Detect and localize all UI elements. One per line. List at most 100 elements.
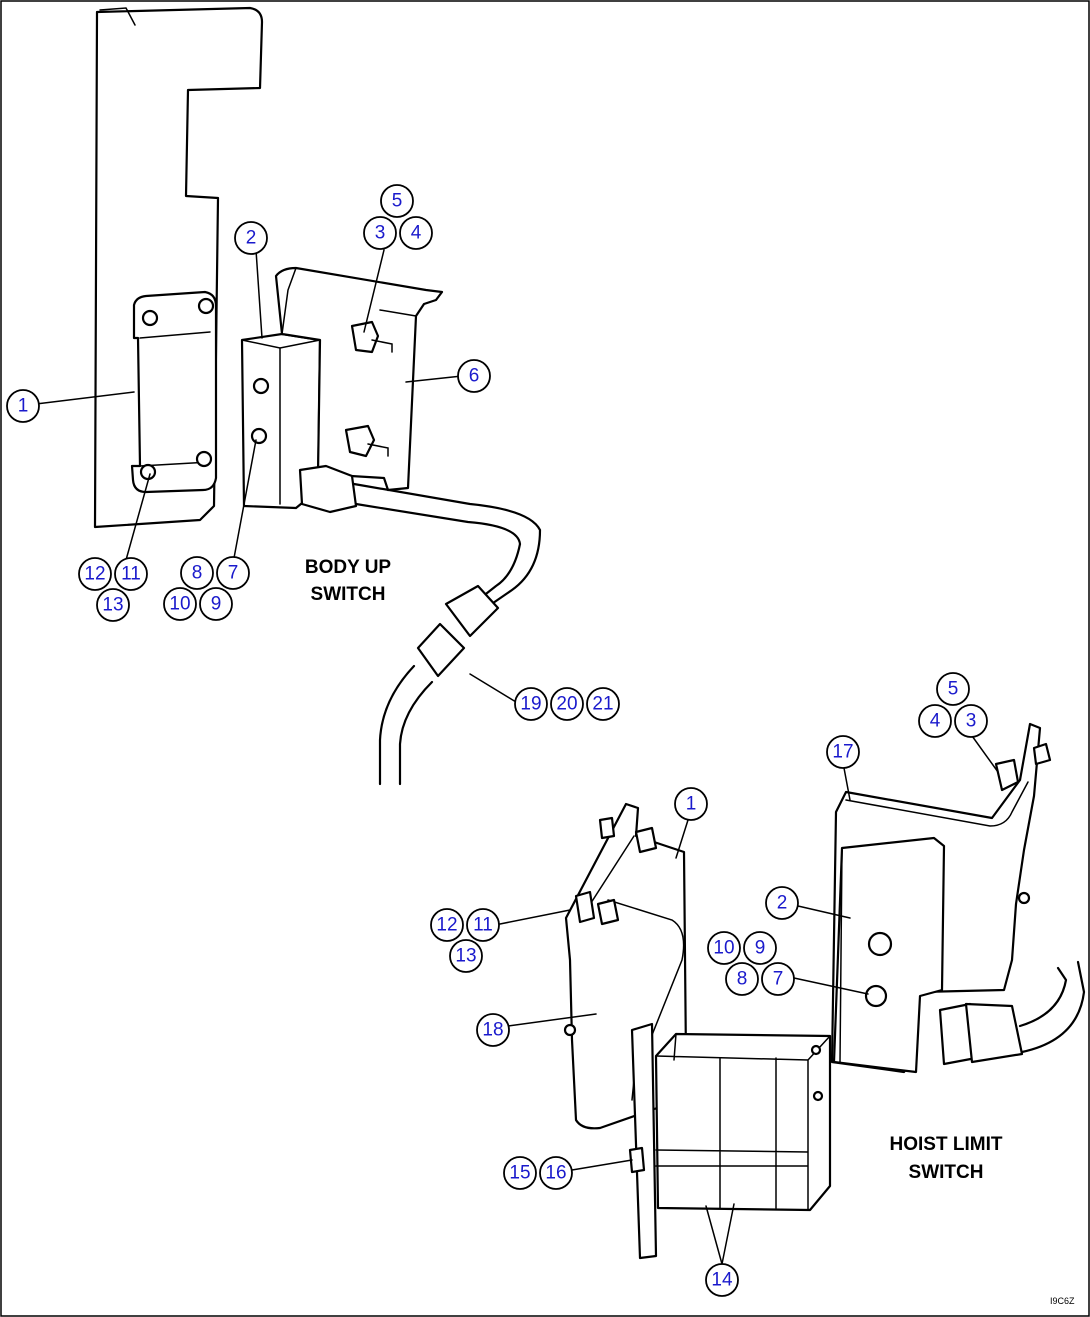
switch-bracket: [130, 290, 218, 494]
bracket-bolt: [598, 816, 616, 840]
block-hole: [810, 1044, 822, 1056]
callout-16[interactable]: 16: [539, 1156, 573, 1190]
leader-2: [797, 905, 851, 919]
bolt: [195, 450, 213, 468]
svg-text:1: 1: [18, 396, 29, 417]
callout-19[interactable]: 19: [514, 687, 548, 721]
svg-text:2: 2: [777, 893, 788, 914]
leader-17: [843, 767, 851, 801]
callout-12[interactable]: 12: [78, 557, 112, 591]
svg-text:3: 3: [966, 711, 977, 732]
callout-7[interactable]: 7: [216, 556, 250, 590]
callout-6[interactable]: 6: [457, 359, 491, 393]
leader-1: [675, 819, 689, 859]
callout-1[interactable]: 1: [6, 389, 40, 423]
svg-text:1: 1: [686, 794, 697, 815]
callout-2[interactable]: 2: [765, 886, 799, 920]
mounting-plate: [630, 1022, 658, 1260]
body-up-caption-line2: SWITCH: [311, 584, 386, 605]
callout-10[interactable]: 10: [707, 931, 741, 965]
svg-text:6: 6: [469, 366, 480, 387]
callout-3[interactable]: 3: [954, 704, 988, 738]
callout-13[interactable]: 13: [449, 939, 483, 973]
callout-4[interactable]: 4: [399, 216, 433, 250]
callout-11[interactable]: 11: [466, 908, 500, 942]
bracket-bolt: [350, 320, 380, 354]
callout-12[interactable]: 12: [430, 908, 464, 942]
switch-screw: [250, 427, 268, 445]
cable: [354, 502, 522, 610]
mount-bolt: [628, 1146, 646, 1174]
leader-7: [793, 977, 869, 995]
callout-8[interactable]: 8: [725, 962, 759, 996]
callout-14[interactable]: 14: [705, 1263, 739, 1297]
cable: [352, 482, 542, 614]
svg-text:15: 15: [509, 1163, 530, 1184]
svg-text:21: 21: [592, 694, 613, 715]
svg-text:17: 17: [832, 742, 853, 763]
hoist-limit-switch-assembly: [499, 721, 1086, 1265]
bracket-bolt: [634, 826, 658, 854]
leader-16: [571, 1159, 633, 1171]
svg-text:11: 11: [473, 915, 493, 936]
plate-break-line: [99, 7, 136, 26]
leader-18: [507, 1013, 597, 1027]
svg-text:7: 7: [773, 969, 784, 990]
bracket-bolt: [344, 424, 376, 458]
cable-lower: [378, 664, 416, 786]
svg-text:3: 3: [375, 223, 386, 244]
angle-bracket: [274, 266, 444, 492]
svg-text:13: 13: [102, 595, 123, 616]
callout-5[interactable]: 5: [936, 672, 970, 706]
leader-2: [255, 249, 263, 339]
cable-connector: [444, 584, 500, 638]
drawing-code: I9C6Z: [1050, 1296, 1075, 1306]
block-hole: [812, 1090, 824, 1102]
svg-text:5: 5: [392, 191, 403, 212]
callout-7[interactable]: 7: [761, 962, 795, 996]
callout-17[interactable]: 17: [826, 735, 860, 769]
callout-4[interactable]: 4: [918, 704, 952, 738]
leader-1: [35, 391, 135, 405]
cable-connector: [416, 622, 466, 678]
callout-9[interactable]: 9: [743, 931, 777, 965]
callout-11[interactable]: 11: [114, 557, 148, 591]
callout-9[interactable]: 9: [199, 587, 233, 621]
bolt: [141, 309, 159, 327]
bracket-bolt-end: [1032, 742, 1052, 766]
bracket-bolt: [994, 758, 1020, 792]
svg-text:16: 16: [545, 1163, 566, 1184]
rear-bracket-edge: [845, 781, 1029, 827]
svg-text:18: 18: [482, 1020, 503, 1041]
angle-bracket-edges: [281, 267, 417, 335]
switch-nut: [867, 931, 893, 957]
bracket-bolt-slot: [371, 339, 393, 353]
bolt: [197, 297, 215, 315]
switch-screw: [252, 377, 270, 395]
callout-15[interactable]: 15: [503, 1156, 537, 1190]
callout-21[interactable]: 21: [586, 687, 620, 721]
svg-text:10: 10: [169, 594, 190, 615]
leader-11: [499, 909, 571, 925]
leader-6: [405, 375, 463, 383]
leader-7: [233, 439, 257, 559]
svg-text:20: 20: [556, 694, 577, 715]
svg-text:11: 11: [121, 564, 141, 585]
callout-2[interactable]: 2: [234, 221, 268, 255]
callout-20[interactable]: 20: [550, 687, 584, 721]
cable-nut: [298, 464, 358, 514]
body-up-switch-assembly: [35, 6, 542, 786]
bracket-hole: [563, 1023, 577, 1037]
callout-1[interactable]: 1: [674, 787, 708, 821]
callout-8[interactable]: 8: [180, 556, 214, 590]
callout-10[interactable]: 10: [163, 587, 197, 621]
switch-nut: [864, 984, 888, 1008]
callout-3[interactable]: 3: [363, 216, 397, 250]
callout-18[interactable]: 18: [476, 1013, 510, 1047]
callout-5[interactable]: 5: [380, 184, 414, 218]
leader-3: [363, 249, 385, 333]
cable-lower: [398, 680, 434, 786]
cable: [1018, 966, 1068, 1028]
svg-text:2: 2: [246, 228, 257, 249]
callout-13[interactable]: 13: [96, 588, 130, 622]
